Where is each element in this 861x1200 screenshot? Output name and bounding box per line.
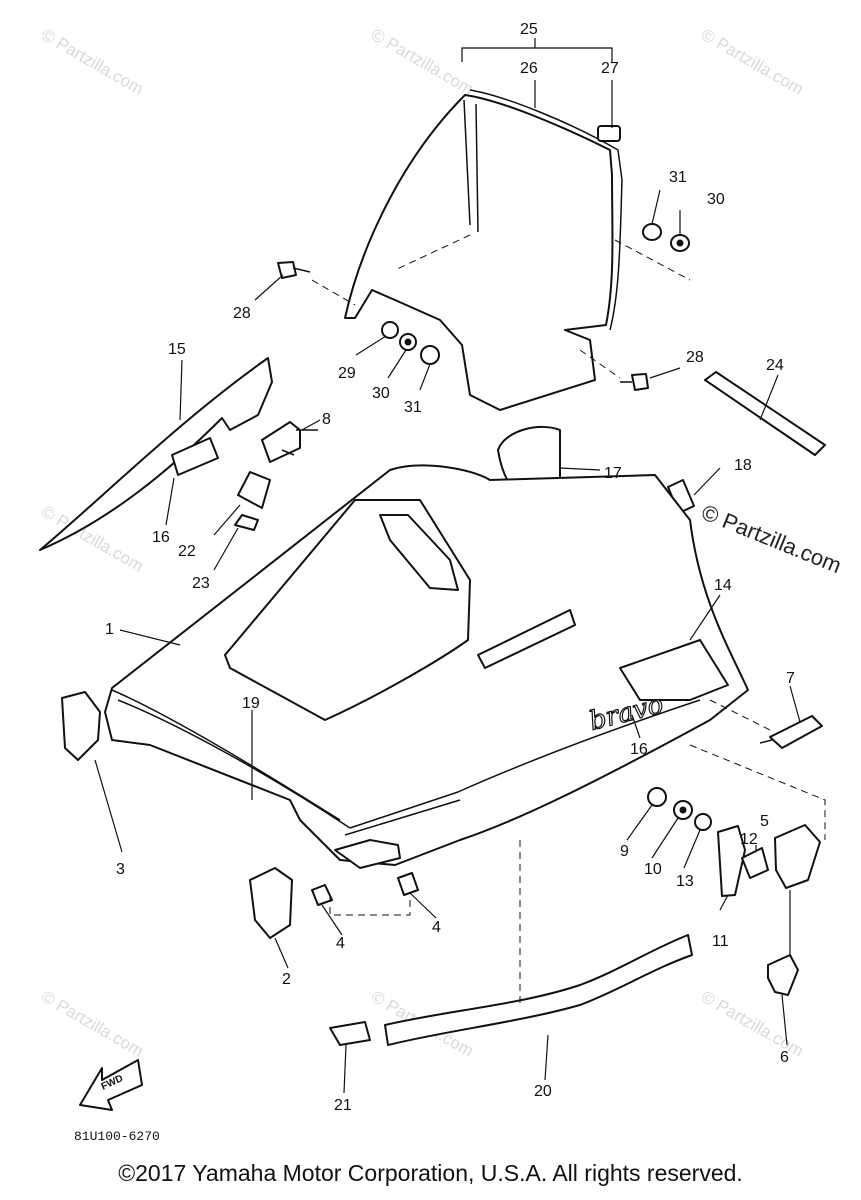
watermark-prominent: © Partzilla.com — [698, 499, 845, 578]
hinge-front — [249, 867, 293, 939]
callout-25: 25 — [520, 21, 538, 38]
copyright-notice: ©2017 Yamaha Motor Corporation, U.S.A. A… — [118, 1160, 743, 1186]
windshield — [344, 89, 691, 411]
callout-26: 26 — [520, 60, 538, 77]
callout-17: 17 — [604, 465, 622, 482]
latch-handle — [759, 715, 823, 749]
rubber-mount-right — [397, 872, 419, 896]
end-cap — [329, 1021, 371, 1046]
callout-31-top: 31 — [669, 169, 687, 186]
callout-13: 13 — [676, 873, 694, 890]
callout-27: 27 — [601, 60, 619, 77]
callout-21: 21 — [334, 1097, 352, 1114]
rail-trim — [384, 934, 693, 1046]
callout-24: 24 — [766, 357, 784, 374]
diagram-code: 81U100-6270 — [74, 1129, 160, 1144]
callout-6: 6 — [780, 1049, 789, 1066]
callout-7: 7 — [786, 670, 795, 687]
callout-15: 15 — [168, 341, 186, 358]
callout-4-right: 4 — [432, 919, 441, 936]
callout-9: 9 — [620, 843, 629, 860]
rubber-mount-left — [311, 884, 333, 906]
bolt-left — [277, 261, 356, 306]
mount-bracket — [261, 421, 318, 463]
callout-12: 12 — [740, 831, 758, 848]
leader-lines — [94, 38, 801, 1094]
callout-16-right: 16 — [630, 741, 648, 758]
callout-11: 11 — [712, 933, 729, 950]
callout-30-center: 30 — [372, 385, 390, 402]
callout-4-left: 4 — [336, 935, 345, 952]
watermark-3: © Partzilla.com — [698, 25, 807, 99]
callout-3: 3 — [116, 861, 125, 878]
callout-31-center: 31 — [404, 399, 422, 416]
stripe-decal — [39, 357, 273, 551]
callout-14: 14 — [714, 577, 732, 594]
watermark-6: © Partzilla.com — [38, 987, 147, 1061]
fwd-arrow-icon: FWD — [79, 1059, 143, 1111]
exploded-view-drawing: © Partzilla.com © Partzilla.com © Partzi… — [38, 21, 845, 1144]
knob-upper — [237, 471, 271, 509]
support-bar — [704, 371, 826, 456]
latch-knob — [767, 954, 799, 996]
callout-10: 10 — [644, 861, 662, 878]
callout-16-left: 16 — [152, 529, 170, 546]
callout-28-left: 28 — [233, 305, 251, 322]
callout-19: 19 — [242, 695, 260, 712]
callout-18: 18 — [734, 457, 752, 474]
callout-29: 29 — [338, 365, 356, 382]
knob-lower — [234, 514, 259, 531]
callout-5: 5 — [760, 813, 769, 830]
side-label-left — [171, 437, 219, 476]
hood-shroud: bravo — [104, 464, 749, 869]
callout-23: 23 — [192, 575, 210, 592]
callout-labels: 25 26 27 31 30 28 29 30 31 28 24 15 8 16… — [105, 21, 795, 1114]
fastener-set-top-right — [642, 223, 690, 252]
seal-clip — [597, 125, 621, 142]
latch-hardware — [647, 744, 826, 897]
fastener-set-center — [381, 321, 440, 365]
watermark-8: © Partzilla.com — [698, 987, 807, 1061]
bolt-right — [579, 349, 649, 391]
watermark-2: © Partzilla.com — [368, 25, 477, 99]
callout-30-top: 30 — [707, 191, 725, 208]
callout-1: 1 — [105, 621, 114, 638]
callout-2: 2 — [282, 971, 291, 988]
callout-20: 20 — [534, 1083, 552, 1100]
callout-28-right: 28 — [686, 349, 704, 366]
callout-8: 8 — [322, 411, 331, 428]
hinge-left — [61, 691, 101, 761]
callout-22: 22 — [178, 543, 196, 560]
watermark-1: © Partzilla.com — [38, 25, 147, 99]
